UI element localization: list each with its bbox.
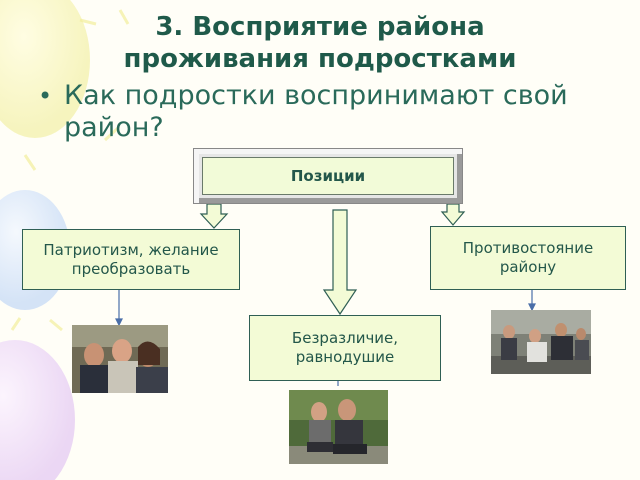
slide-title-line1: 3. Восприятие района xyxy=(155,12,485,42)
opposition-box: Противостояние району xyxy=(430,226,626,290)
slide-title-line2: проживания подростками xyxy=(123,44,517,74)
street-fight-photo xyxy=(491,310,591,374)
arrow-to-center xyxy=(322,209,358,316)
positions-box: Позиции xyxy=(193,148,463,204)
indifference-box: Безразличие, равнодушие xyxy=(249,315,441,381)
bullet-dot-icon: • xyxy=(38,82,53,110)
bullet-text: Как подростки воспринимают свой район? xyxy=(64,80,568,143)
arrow-to-right xyxy=(440,203,466,226)
teens-group-photo xyxy=(72,325,168,393)
patriotism-box: Патриотизм, желание преобразовать xyxy=(22,229,240,290)
arrow-to-left xyxy=(199,203,229,229)
teens-bench-photo xyxy=(289,390,388,464)
positions-label: Позиции xyxy=(202,157,454,195)
